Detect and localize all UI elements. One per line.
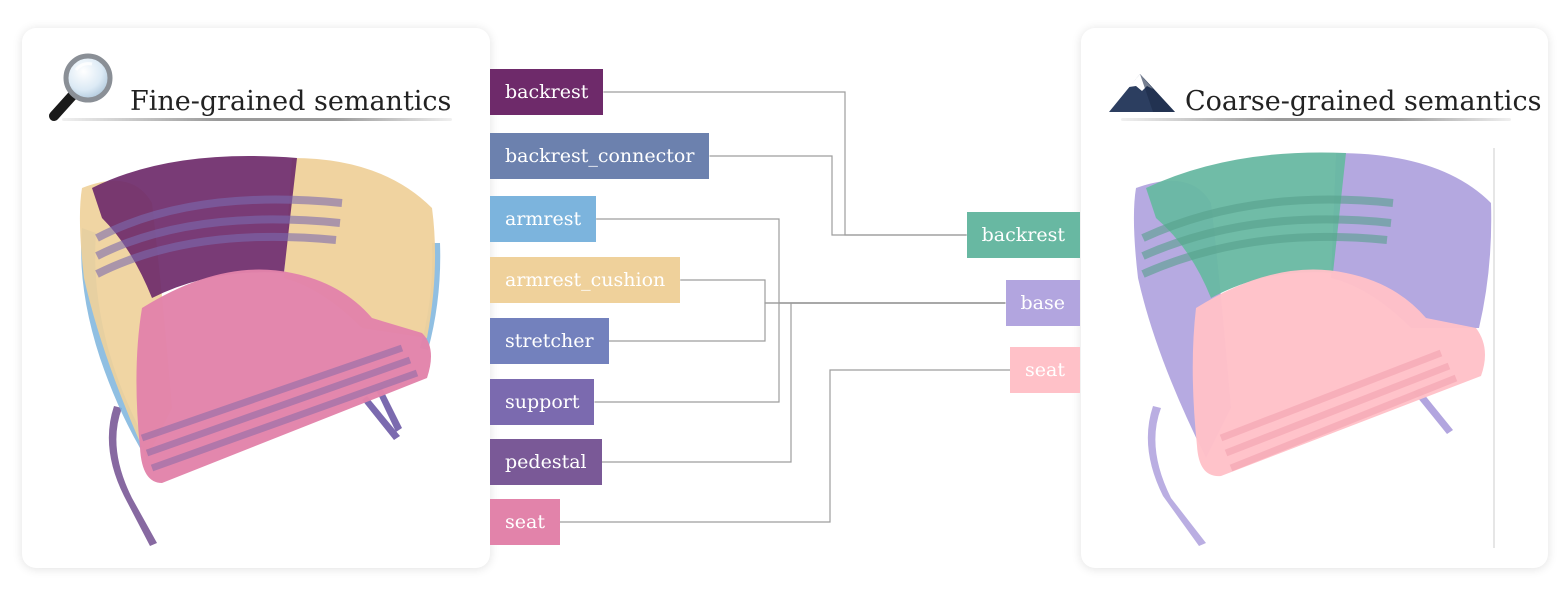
fine-grained-chair-render xyxy=(79,156,441,546)
fine-grained-title: Fine-grained semantics xyxy=(130,86,452,117)
fine-tag-seat: seat xyxy=(490,499,560,545)
title-divider xyxy=(62,118,452,121)
coarse-tag-backrest: backrest xyxy=(966,212,1080,258)
connector-line xyxy=(709,155,967,236)
mountain-icon xyxy=(1109,74,1175,112)
fine-tag-backrest-connector: backrest_connector xyxy=(490,133,710,179)
connector-line xyxy=(680,279,1006,304)
coarse-grained-panel: Coarse-grained semantics xyxy=(1081,28,1548,568)
fine-tag-armrest-cushion: armrest_cushion xyxy=(490,257,681,303)
connector-line xyxy=(608,302,1006,342)
fine-tag-support: support xyxy=(490,379,595,425)
fine-tag-pedestal: pedestal xyxy=(490,439,602,485)
magnifying-glass-icon xyxy=(49,53,113,121)
fine-grained-panel: Fine-grained semantics xyxy=(22,28,490,568)
fine-tag-armrest: armrest xyxy=(490,196,597,242)
connector-line xyxy=(601,302,1006,463)
connector-line xyxy=(594,302,1006,403)
coarse-tag-seat: seat xyxy=(1010,347,1080,393)
fine-tag-backrest: backrest xyxy=(490,69,604,115)
fine-tag-stretcher: stretcher xyxy=(490,318,609,364)
connector-line xyxy=(559,369,1011,523)
coarse-grained-chair-render xyxy=(1133,148,1495,548)
coarse-grained-title: Coarse-grained semantics xyxy=(1185,86,1542,117)
coarse-tag-base: base xyxy=(1005,280,1080,326)
title-divider xyxy=(1121,118,1511,121)
